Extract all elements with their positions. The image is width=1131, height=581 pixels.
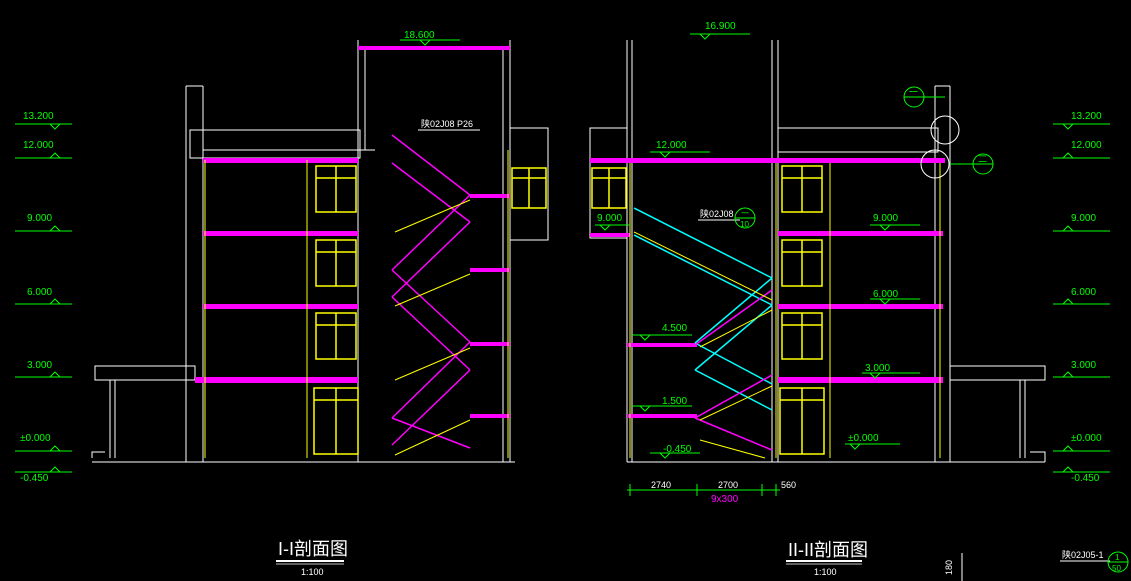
section-2-stairs-magenta [694, 289, 773, 451]
section-2-scale: 1:100 [814, 567, 837, 577]
section-2-level-label: 9.000 [597, 213, 622, 224]
dim-9x300: 9x300 [711, 494, 739, 505]
svg-text:二: 二 [978, 154, 987, 164]
dim-560: 560 [781, 480, 796, 490]
left-level-scale [15, 123, 72, 473]
right-level-label: 13.200 [1071, 111, 1102, 122]
section-2-level-label: 12.000 [656, 140, 687, 151]
right-level-label: 9.000 [1071, 213, 1096, 224]
left-level-label: 3.000 [27, 360, 52, 371]
right-level-label: 3.000 [1071, 360, 1096, 371]
section-1-stairs [391, 134, 471, 449]
right-level-scale [1053, 123, 1110, 473]
section-1-title: I-I剖面图 [278, 539, 348, 559]
section-2-level-label: 9.000 [873, 213, 898, 224]
svg-text:180: 180 [944, 560, 954, 575]
section-2-slabs [590, 158, 945, 418]
left-level-label: 9.000 [27, 213, 52, 224]
section-2-level-label: 1.500 [662, 396, 687, 407]
right-level-label: ±0.000 [1071, 433, 1102, 444]
callout-10: 一 10 [734, 207, 756, 229]
corner-detail: 180 陕02J05-1 1 50 [944, 549, 1129, 581]
section-2-windows [591, 165, 825, 455]
section-1-stair-note: 陕02J08 P26 [421, 118, 473, 129]
dim-2700: 2700 [718, 480, 738, 490]
section-2-top-level: 16.900 [705, 21, 736, 32]
section-1-slabs [195, 46, 510, 418]
svg-text:50: 50 [1112, 564, 1121, 573]
section-2-walls [589, 40, 1046, 463]
left-level-label: 12.000 [23, 140, 54, 151]
section-2-level-label: 6.000 [873, 289, 898, 300]
section-2-dimensions [627, 484, 780, 496]
svg-text:一: 一 [909, 87, 918, 97]
section-2-stairs-cyan [633, 207, 773, 411]
section-1-top-level: 18.600 [404, 30, 435, 41]
section-2-level-label: 4.500 [662, 323, 687, 334]
section-1-windows [313, 165, 547, 455]
section-2-level-label: ±0.000 [848, 433, 879, 444]
left-level-label: 6.000 [27, 287, 52, 298]
section-2-stair-note: 陕02J08 [700, 208, 734, 219]
section-2-level-label: -0.450 [663, 444, 692, 455]
callout-a: 一 [903, 86, 960, 145]
svg-text:10: 10 [740, 220, 749, 229]
left-level-label: ±0.000 [20, 433, 51, 444]
left-level-label: -0.450 [20, 473, 49, 484]
section-1-walls [91, 40, 549, 463]
svg-text:1: 1 [1115, 553, 1120, 562]
right-level-label: -0.450 [1071, 473, 1100, 484]
right-level-label: 12.000 [1071, 140, 1102, 151]
callout-b: 二 [920, 149, 994, 179]
svg-text:一: 一 [741, 209, 749, 218]
section-1-scale: 1:100 [301, 567, 324, 577]
section-2-title: II-II剖面图 [788, 540, 868, 560]
section-2-level-label: 3.000 [865, 363, 890, 374]
dim-2740: 2740 [651, 480, 671, 490]
right-level-label: 6.000 [1071, 287, 1096, 298]
svg-text:陕02J05-1: 陕02J05-1 [1062, 549, 1104, 560]
left-level-label: 13.200 [23, 111, 54, 122]
